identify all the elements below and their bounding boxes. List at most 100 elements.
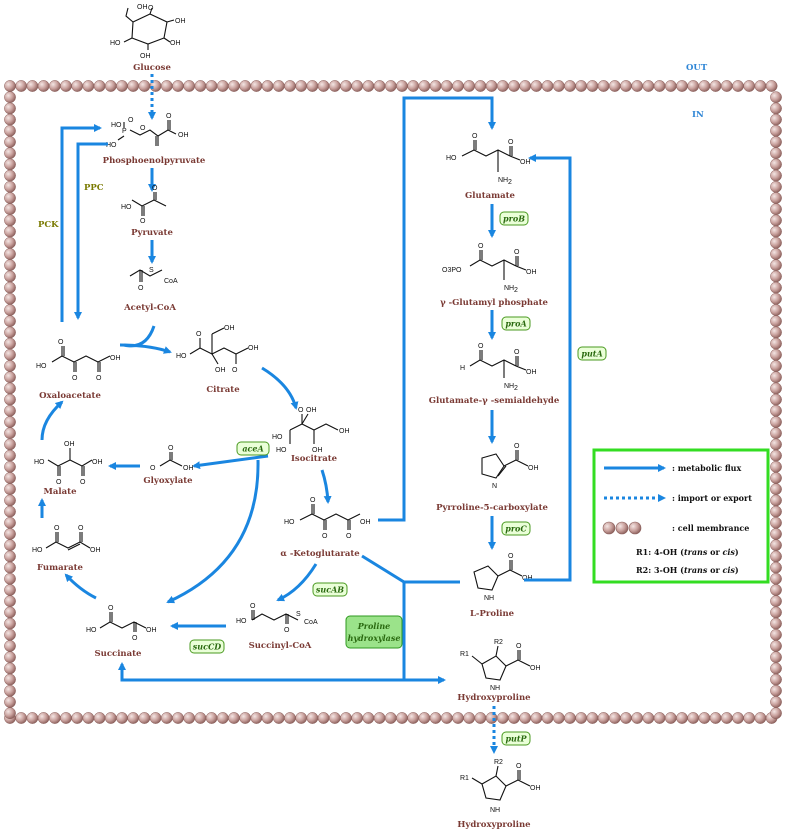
membrane-bead bbox=[770, 147, 782, 160]
membrane-bead bbox=[4, 393, 16, 406]
membrane-bead bbox=[770, 270, 782, 283]
membrane-bead bbox=[508, 712, 520, 724]
succinate-structure: HO O O OH bbox=[86, 605, 157, 642]
membrane-bead bbox=[15, 712, 28, 724]
membrane-bead bbox=[770, 102, 782, 115]
membrane-bead bbox=[295, 80, 308, 92]
svg-text:O: O bbox=[310, 497, 316, 504]
glutamate-structure: HO O O OH NH 2 bbox=[446, 133, 531, 186]
legend-r1-text: R1: 4-OH (trans or cis) bbox=[636, 547, 739, 557]
membrane-bead bbox=[183, 712, 196, 724]
membrane-bead bbox=[687, 712, 700, 724]
legend-r2-text: R2: 3-OH (trans or cis) bbox=[636, 565, 739, 575]
membrane-bead bbox=[306, 712, 319, 724]
membrane-bead bbox=[770, 91, 782, 104]
svg-text:NH: NH bbox=[498, 177, 508, 184]
svg-text:HO: HO bbox=[236, 618, 247, 625]
membrane-bead bbox=[272, 712, 285, 724]
membrane-bead bbox=[608, 712, 621, 724]
svg-text:O: O bbox=[150, 465, 156, 472]
membrane-bead bbox=[496, 712, 509, 724]
membrane-bead bbox=[770, 673, 782, 686]
proB-gene-label: proB bbox=[503, 214, 525, 224]
oxaloacetate-to-citrate-arrow bbox=[119, 343, 172, 354]
svg-text:O: O bbox=[298, 407, 304, 414]
membrane-bead bbox=[4, 539, 16, 552]
cell-membrane bbox=[4, 80, 782, 724]
svg-text:HO: HO bbox=[36, 363, 47, 370]
svg-text:O: O bbox=[346, 533, 352, 540]
svg-text:O: O bbox=[54, 525, 60, 532]
svg-text:O: O bbox=[72, 375, 78, 382]
membrane-bead bbox=[770, 292, 782, 305]
membrane-bead bbox=[770, 158, 782, 171]
membrane-bead bbox=[26, 80, 39, 92]
membrane-bead bbox=[564, 712, 576, 724]
membrane-bead bbox=[250, 712, 263, 724]
malate-to-oxaloacetate-arrow bbox=[40, 400, 64, 441]
membrane-bead bbox=[770, 539, 782, 552]
isocitrate-to-glyoxylate-arrow bbox=[192, 454, 269, 470]
membrane-bead bbox=[4, 640, 16, 652]
svg-text:OH: OH bbox=[90, 547, 101, 554]
isocitrate-label: Isocitrate bbox=[291, 454, 338, 464]
svg-text:S: S bbox=[296, 611, 301, 618]
isocitrate-structure: O OH HO HO OH OH bbox=[272, 407, 350, 454]
membrane-bead bbox=[4, 494, 16, 507]
membrane-bead bbox=[48, 80, 61, 92]
membrane-bead bbox=[4, 158, 16, 171]
svg-text:2: 2 bbox=[514, 385, 518, 392]
membrane-bead bbox=[93, 80, 106, 92]
membrane-bead bbox=[770, 124, 782, 137]
pyruvate-structure: HO O O bbox=[121, 185, 167, 225]
proline-label: L-Proline bbox=[470, 609, 515, 619]
membrane-bead bbox=[770, 281, 782, 294]
akg-to-glutamate-arrow bbox=[378, 96, 496, 522]
succinate-label: Succinate bbox=[95, 649, 143, 659]
svg-text:P: P bbox=[122, 128, 127, 135]
membrane-bead bbox=[440, 80, 453, 92]
pck-enzyme-label: PCK bbox=[38, 220, 59, 230]
svg-text:R1: R1 bbox=[460, 651, 469, 658]
membrane-bead bbox=[4, 270, 16, 283]
svg-text:O: O bbox=[514, 249, 520, 256]
membrane-bead bbox=[4, 304, 16, 316]
membrane-bead bbox=[4, 427, 16, 440]
pyruvate-label: Pyruvate bbox=[131, 228, 173, 238]
membrane-bead bbox=[770, 651, 782, 664]
membrane-bead bbox=[4, 595, 16, 608]
membrane-bead bbox=[770, 304, 782, 316]
membrane-bead bbox=[4, 550, 16, 563]
membrane-bead bbox=[620, 712, 632, 724]
membrane-bead bbox=[770, 505, 782, 518]
svg-text:O: O bbox=[250, 603, 256, 610]
membrane-bead bbox=[770, 136, 782, 148]
membrane-bead bbox=[530, 712, 543, 724]
svg-text:NH: NH bbox=[490, 685, 500, 692]
membrane-bead bbox=[228, 712, 240, 724]
out-label: OUT bbox=[686, 63, 708, 73]
membrane-bead bbox=[770, 707, 782, 720]
svg-text:HO: HO bbox=[272, 434, 283, 441]
membrane-bead bbox=[653, 80, 666, 92]
membrane-bead bbox=[770, 662, 782, 675]
hydroxyproline-out-structure: R1 R2 NH O OH bbox=[460, 759, 541, 814]
svg-text:O: O bbox=[58, 339, 64, 346]
membrane-bead bbox=[4, 80, 16, 92]
membrane-bead bbox=[474, 712, 487, 724]
svg-text:OH: OH bbox=[530, 785, 541, 792]
membrane-bead bbox=[116, 80, 128, 92]
svg-text:OH: OH bbox=[520, 159, 531, 166]
membrane-bead bbox=[530, 80, 543, 92]
membrane-bead bbox=[564, 80, 576, 92]
membrane-bead bbox=[138, 80, 151, 92]
membrane-bead bbox=[396, 80, 408, 92]
membrane-bead bbox=[770, 315, 782, 328]
membrane-bead bbox=[172, 712, 184, 724]
membrane-bead bbox=[452, 712, 464, 724]
svg-text:O: O bbox=[478, 343, 484, 350]
membrane-bead bbox=[664, 712, 677, 724]
membrane-bead bbox=[4, 696, 16, 708]
membrane-bead bbox=[770, 416, 782, 428]
membrane-bead bbox=[770, 472, 782, 484]
